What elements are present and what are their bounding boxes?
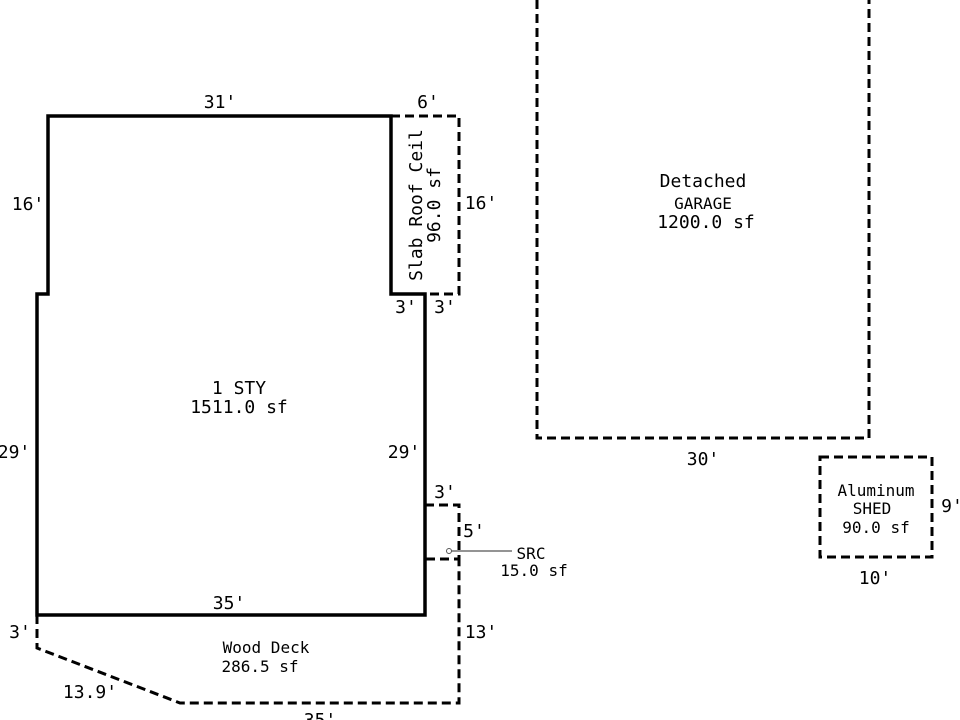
dim-main-left-upper: 16' bbox=[12, 194, 45, 215]
dim-deck-left: 3' bbox=[9, 622, 31, 643]
dim-src-right: 5' bbox=[463, 521, 485, 542]
dim-deck-bottom: 35' bbox=[304, 710, 337, 720]
shed-area-subname: SHED bbox=[853, 499, 892, 518]
deck-outline[interactable] bbox=[35, 559, 461, 705]
dim-main-top: 31' bbox=[204, 92, 237, 113]
src-area-value: 15.0 sf bbox=[500, 561, 567, 580]
shed-area-value: 90.0 sf bbox=[842, 518, 909, 537]
main-area-name: 1 STY bbox=[212, 378, 266, 399]
dim-slab-right: 16' bbox=[465, 193, 498, 214]
dim-src-top: 3' bbox=[434, 482, 456, 503]
deck-area-value: 286.5 sf bbox=[221, 657, 298, 676]
dim-main-right: 29' bbox=[388, 442, 421, 463]
dim-garage-bottom: 30' bbox=[687, 449, 720, 470]
dim-deck-diagonal: 13.9' bbox=[63, 682, 117, 703]
shed-area-name: Aluminum bbox=[837, 481, 914, 500]
garage-area-value: 1200.0 sf bbox=[657, 212, 755, 233]
garage-area-subname: GARAGE bbox=[674, 194, 732, 213]
src-area-name: SRC bbox=[517, 544, 546, 563]
slab-area-name: Slab Roof Ceil bbox=[406, 129, 427, 281]
dim-slab-bottom: 3' bbox=[434, 297, 456, 318]
dim-slab-top: 6' bbox=[417, 92, 439, 113]
shed-outline[interactable] bbox=[818, 455, 934, 559]
dim-shed-right: 9' bbox=[941, 496, 960, 517]
slab-outline[interactable] bbox=[391, 114, 461, 296]
dim-main-left-lower: 29' bbox=[0, 442, 30, 463]
slab-area-value: 96.0 sf bbox=[424, 167, 445, 243]
dim-main-bottom: 35' bbox=[213, 593, 246, 614]
garage-outline[interactable] bbox=[535, 0, 871, 440]
dim-notch-inner: 3' bbox=[395, 297, 417, 318]
garage-area-name: Detached bbox=[660, 171, 747, 192]
src-leader-arrow-icon bbox=[446, 548, 452, 554]
main-house-outline[interactable] bbox=[35, 114, 427, 617]
dim-shed-bottom: 10' bbox=[859, 568, 892, 589]
main-area-value: 1511.0 sf bbox=[190, 397, 288, 418]
deck-area-name: Wood Deck bbox=[223, 638, 310, 657]
dim-deck-right: 13' bbox=[465, 622, 498, 643]
src-outline[interactable] bbox=[425, 503, 461, 561]
